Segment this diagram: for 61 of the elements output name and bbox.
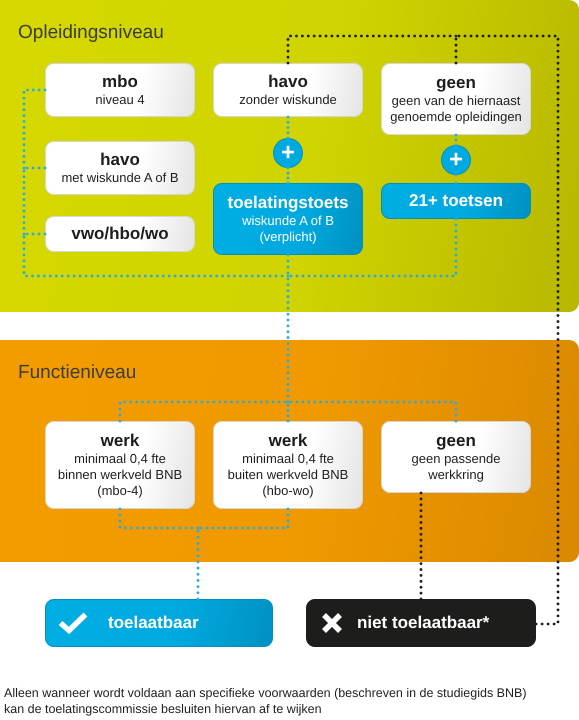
- card-text: minimaal 0,4 fte binnen werkveld BNB (mbo-4): [56, 451, 184, 499]
- section-title: Functieniveau: [18, 362, 136, 384]
- option-card: [213, 421, 363, 509]
- option-card: [381, 63, 531, 135]
- card-text: minimaal 0,4 fte buiten werkveld BNB (hbo-wo): [226, 451, 350, 499]
- connector-line: [118, 508, 200, 530]
- connector-line: [26, 166, 46, 170]
- card-text: met wiskunde A of B: [61, 170, 179, 186]
- section-panel: [0, 0, 579, 312]
- card-heading: geen: [436, 431, 476, 451]
- connector-line: [420, 492, 422, 600]
- connector-line: [454, 38, 458, 64]
- card-text: wiskunde A of B (verplicht): [241, 213, 335, 245]
- card-heading: vwo/hbo/wo: [71, 224, 169, 244]
- connector-line: [26, 232, 46, 236]
- option-card: [45, 421, 195, 509]
- card-heading: mbo: [102, 72, 138, 92]
- card-text: geen van de hiernaast genoemde opleidingen: [389, 93, 523, 125]
- card-heading: werk: [268, 431, 308, 451]
- connector-line: [22, 236, 290, 278]
- option-card: [45, 141, 195, 195]
- card-text: niveau 4: [95, 92, 145, 108]
- section-title: Opleidingsniveau: [18, 22, 164, 44]
- option-card: [45, 216, 195, 252]
- connector-line: [286, 34, 458, 64]
- outcome-label: niet toelaatbaar*: [357, 613, 490, 633]
- outcome-box: [306, 599, 536, 647]
- connector-line: [200, 508, 290, 530]
- card-text: zonder wiskunde: [239, 92, 337, 108]
- card-text: geen passende werkkring: [410, 451, 502, 483]
- connector-line: [286, 254, 290, 274]
- connector-line: [458, 34, 560, 626]
- highlight-card: [213, 183, 363, 255]
- connector-line: [290, 400, 458, 422]
- section-panel: [0, 340, 579, 562]
- connector-line: [286, 404, 290, 422]
- connector-line: [22, 88, 46, 170]
- card-heading: 21+ toetsen: [408, 191, 503, 211]
- connector-line: [22, 170, 26, 236]
- footnote-text: Alleen wanneer wordt voldaan aan specifieke voorwaarden (beschreven in de studiegids BNB) kan de toelatingscommissie besluiten hiervan af te wijken: [4, 685, 528, 717]
- card-heading: geen: [436, 73, 476, 93]
- option-card: [381, 421, 531, 493]
- plus-circle: +: [441, 145, 471, 175]
- option-card: [213, 63, 363, 117]
- connector-line: [286, 278, 290, 404]
- outcome-label: toelaatbaar: [108, 613, 199, 633]
- connector-line: [454, 134, 458, 146]
- card-heading: toelatingstoets: [228, 193, 348, 213]
- connector-line: [286, 116, 290, 140]
- connector-line: [118, 400, 286, 422]
- option-card: [45, 63, 195, 117]
- connector-line: [196, 530, 200, 600]
- card-heading: havo: [100, 150, 140, 170]
- outcome-box: [45, 599, 273, 647]
- connector-line: [454, 174, 458, 184]
- highlight-card: [381, 183, 531, 219]
- connector-line: [286, 166, 290, 184]
- card-heading: werk: [100, 431, 140, 451]
- plus-circle: +: [273, 138, 303, 168]
- connector-line: [290, 218, 458, 278]
- card-heading: havo: [268, 72, 308, 92]
